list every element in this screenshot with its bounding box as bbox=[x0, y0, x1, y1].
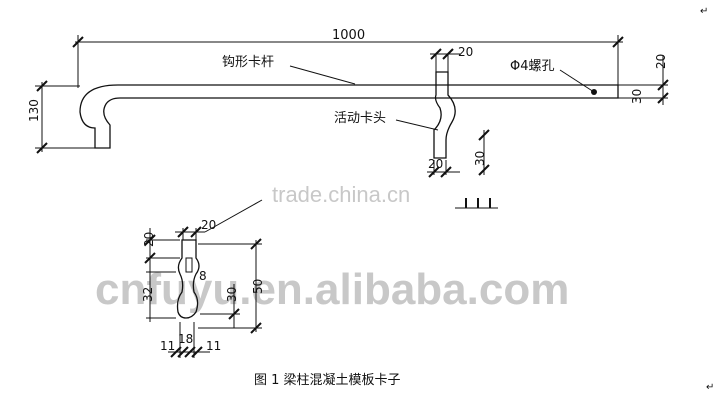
detail-dim-30: 30 bbox=[225, 287, 239, 302]
detail-dim-32: 32 bbox=[141, 287, 155, 302]
label-hook-bar: 钩形卡杆 bbox=[222, 55, 274, 70]
hook-bar bbox=[79, 84, 619, 149]
detail-dim-top-20: 20 bbox=[201, 218, 216, 232]
movable-head: 20 bbox=[430, 45, 473, 159]
dimension-right: 20 30 bbox=[618, 54, 669, 105]
watermark-trade: trade.china.cn bbox=[272, 182, 410, 207]
dimension-left: 130 bbox=[27, 80, 95, 154]
label-bolt-hole: Φ4螺孔 bbox=[510, 59, 555, 74]
dimension-head-bottom-30: 30 bbox=[473, 151, 487, 166]
detail-dim-8: 8 bbox=[199, 269, 207, 283]
head-detail-view: 20 20 32 8 50 30 18 11 11 bbox=[141, 199, 265, 358]
dimension-head-bottom-20: 20 bbox=[428, 157, 443, 171]
detail-dim-left-20: 20 bbox=[142, 232, 156, 247]
corner-mark-top: ↵ bbox=[700, 6, 708, 17]
figure-caption: 图 1 梁柱混凝土模板卡子 bbox=[254, 372, 401, 388]
dimension-right-20: 20 bbox=[654, 54, 668, 69]
detail-dim-18: 18 bbox=[178, 332, 193, 346]
dimension-right-30: 30 bbox=[630, 89, 644, 104]
dimension-length-label: 1000 bbox=[332, 28, 365, 43]
detail-dim-11-left: 11 bbox=[160, 339, 175, 353]
dimension-left-130: 130 bbox=[27, 99, 41, 122]
label-movable-head: 活动卡头 bbox=[334, 111, 386, 126]
dimension-head-width: 20 bbox=[458, 45, 473, 59]
detail-dim-50: 50 bbox=[251, 279, 265, 294]
dimension-length: 1000 bbox=[72, 28, 624, 88]
dimension-head-bottom: 20 30 bbox=[427, 129, 498, 209]
watermark-site: cnfuyu.en.alibaba.com bbox=[95, 265, 569, 314]
corner-mark-bottom: ↵ bbox=[706, 382, 714, 393]
detail-dim-11-right: 11 bbox=[206, 339, 221, 353]
